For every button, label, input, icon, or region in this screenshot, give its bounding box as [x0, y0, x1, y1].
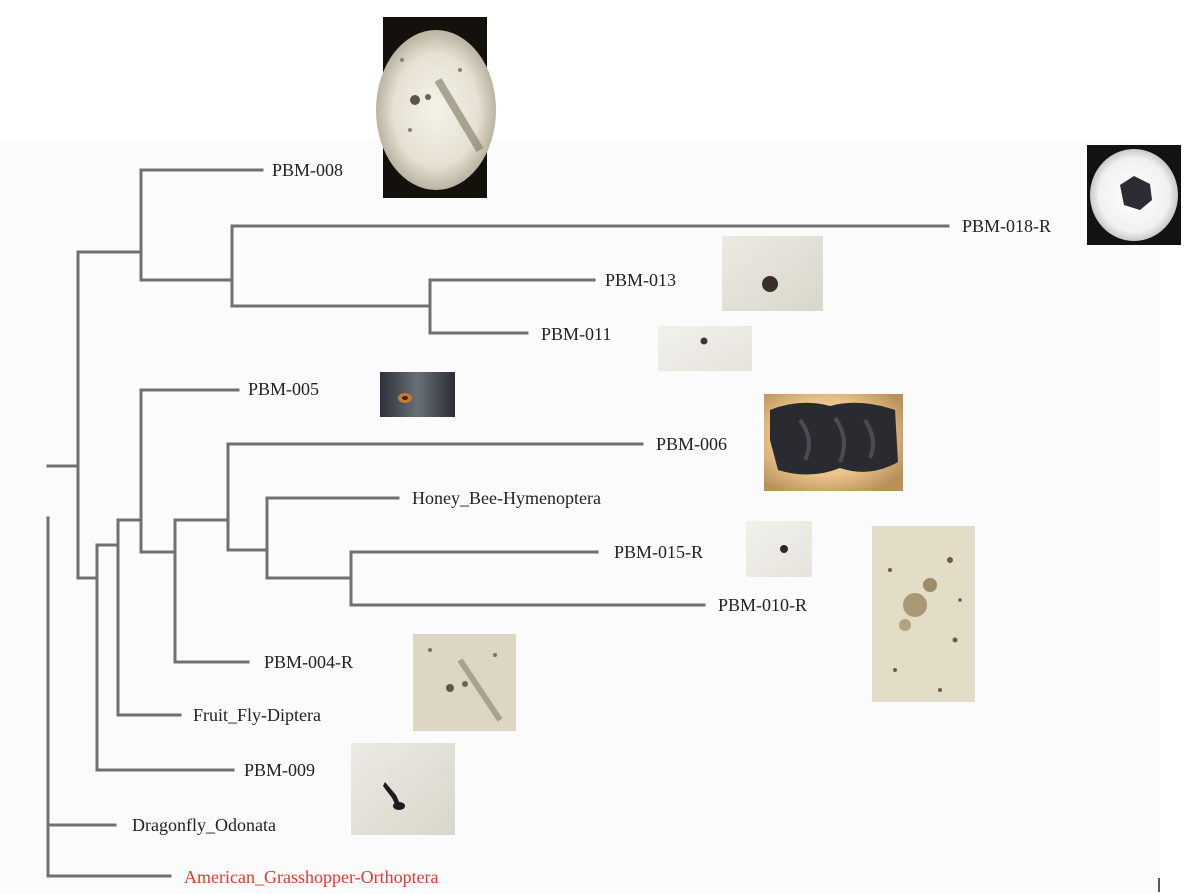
leaf-label-pbm-004-r: PBM-004-R	[264, 652, 353, 672]
leaf-label-grasshopper: American_Grasshopper-Orthoptera	[184, 867, 439, 887]
specimen-photo-pbm-015-r	[746, 521, 812, 577]
specimen-photo-pbm-008	[376, 17, 496, 198]
leaf-label-pbm-008: PBM-008	[272, 160, 343, 180]
specimen-photo-pbm-005	[380, 372, 455, 417]
specimen-photo-pbm-004-r	[413, 634, 516, 731]
leaf-label-pbm-013: PBM-013	[605, 270, 676, 290]
leaf-labels: PBM-008 PBM-018-R PBM-013 PBM-011 PBM-00…	[132, 160, 1051, 887]
specimen-photo-pbm-006	[764, 394, 903, 491]
leaf-label-pbm-011: PBM-011	[541, 324, 611, 344]
leaf-label-pbm-018-r: PBM-018-R	[962, 216, 1051, 236]
leaf-label-pbm-006: PBM-006	[656, 434, 727, 454]
leaf-label-fruit-fly: Fruit_Fly-Diptera	[193, 705, 321, 725]
leaf-label-pbm-015-r: PBM-015-R	[614, 542, 703, 562]
specimen-photo-pbm-013	[722, 236, 823, 311]
leaf-label-pbm-009: PBM-009	[244, 760, 315, 780]
specimen-photo-pbm-009	[351, 743, 455, 835]
specimen-photo-pbm-018-r	[1087, 145, 1181, 245]
leaf-label-pbm-010-r: PBM-010-R	[718, 595, 807, 615]
specimen-photo-pbm-010-r	[872, 526, 975, 702]
specimen-photo-pbm-011	[658, 326, 752, 371]
leaf-label-pbm-005: PBM-005	[248, 379, 319, 399]
leaf-label-dragonfly: Dragonfly_Odonata	[132, 815, 276, 835]
leaf-label-honey-bee: Honey_Bee-Hymenoptera	[412, 488, 601, 508]
